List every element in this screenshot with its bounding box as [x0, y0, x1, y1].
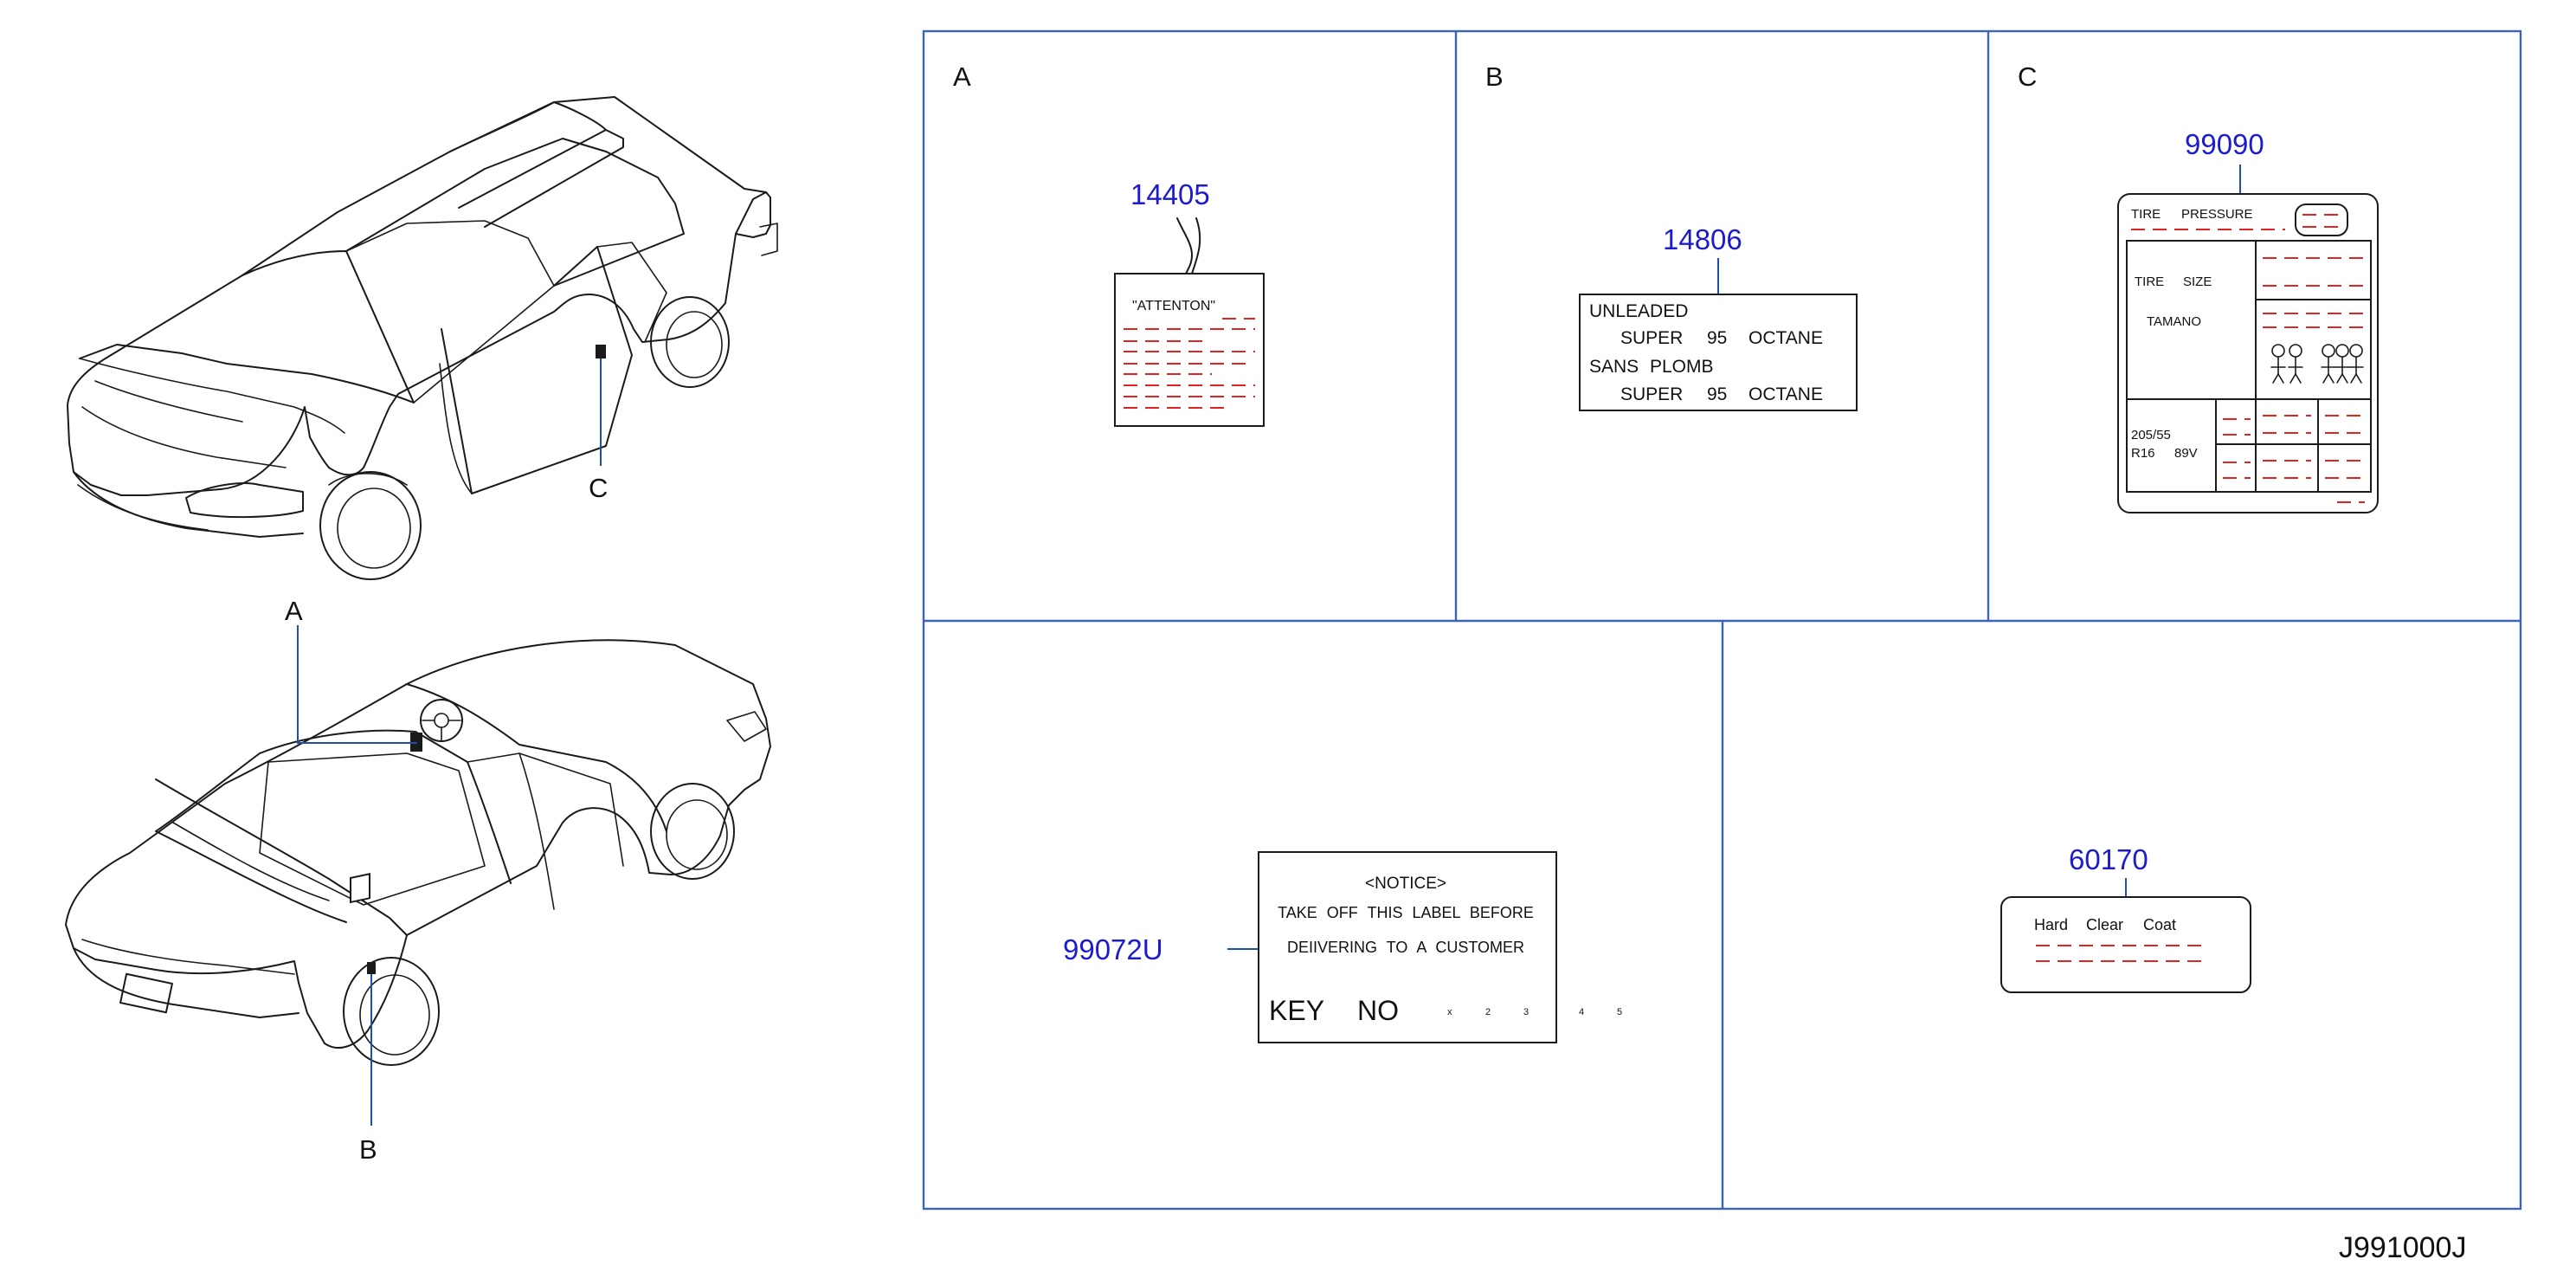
tire-spec-rim: R16: [2131, 446, 2155, 461]
tire-size-label: TIRE: [2135, 274, 2164, 289]
fuel-super-1: SUPER: [1620, 328, 1683, 348]
pointer-label-a: A: [285, 596, 303, 626]
label-c-marker: [596, 345, 606, 358]
panel-e: 60170 Hard Clear Coat: [2000, 843, 2251, 993]
fuel-lid-outline: [350, 873, 370, 904]
tire-pressure-label: [2117, 193, 2379, 513]
tire-heading: TIRE: [2131, 207, 2161, 222]
panel-grid: [922, 29, 2522, 1211]
fuel-label: [1579, 294, 1858, 411]
label-b-marker: [367, 962, 376, 974]
pointer-label-b: B: [359, 1134, 377, 1165]
occupant-icon: [2270, 344, 2364, 384]
panel-c: C 99090 TIRE PRESSURE TIRE SIZE TAMANO 2…: [2018, 61, 2379, 513]
tire-tamano: TAMANO: [2147, 314, 2201, 329]
fuel-octane-1: OCTANE: [1748, 328, 1823, 348]
car-rear-view: A B: [65, 596, 771, 1165]
tag-title: "ATTENTON": [1132, 299, 1215, 313]
notice-label: [1258, 851, 1557, 1043]
tag-text-lines: [1124, 318, 1255, 409]
notice-line-1: TAKE OFF THIS LABEL BEFORE: [1278, 904, 1534, 921]
panel-a: A 14405 "ATTENTON": [953, 61, 1265, 427]
coat-word-hard: Hard: [2034, 916, 2068, 933]
key-digit-3: 3: [1523, 1007, 1529, 1017]
notice-line-2: DEIIVERING TO A CUSTOMER: [1287, 939, 1524, 956]
panel-a-letter: A: [953, 61, 971, 92]
key-digit-2: 2: [1485, 1007, 1491, 1017]
pointer-label-c: C: [589, 473, 608, 503]
fuel-95-1: 95: [1707, 328, 1727, 348]
tire-size-label-2: SIZE: [2183, 274, 2212, 289]
panel-c-letter: C: [2018, 61, 2037, 92]
panel-d: 99072U <NOTICE> TAKE OFF THIS LABEL BEFO…: [1063, 851, 1622, 1043]
fuel-octane-2: OCTANE: [1748, 384, 1823, 404]
car-front-view: C: [67, 96, 778, 580]
part-number-14806: 14806: [1663, 223, 1742, 255]
part-number-99090: 99090: [2185, 128, 2264, 160]
key-digit-5: 5: [1617, 1007, 1622, 1017]
part-number-14405: 14405: [1130, 178, 1210, 210]
notice-title: <NOTICE>: [1365, 875, 1446, 893]
coat-word-coat: Coat: [2143, 916, 2176, 933]
diagram-code: J991000J: [2339, 1231, 2466, 1264]
fuel-95-2: 95: [1707, 384, 1727, 404]
panel-b-letter: B: [1485, 61, 1504, 92]
notice-no-label: NO: [1357, 995, 1399, 1026]
part-number-99072u: 99072U: [1063, 933, 1163, 965]
fuel-sans: SANS: [1589, 357, 1639, 377]
panel-b: B 14806 UNLEADED SUPER 95 OCTANE SANS PL…: [1485, 61, 1858, 411]
attention-tag: [1114, 273, 1265, 427]
fuel-plomb: PLOMB: [1650, 357, 1714, 377]
tire-spec-load: 89V: [2174, 446, 2198, 461]
key-digit-1: x: [1447, 1007, 1452, 1017]
coat-word-clear: Clear: [2086, 916, 2123, 933]
notice-key-label: KEY: [1269, 995, 1324, 1026]
fuel-unleaded: UNLEADED: [1589, 301, 1688, 321]
fuel-super-2: SUPER: [1620, 384, 1683, 404]
tire-heading-2: PRESSURE: [2181, 207, 2253, 222]
tire-spec-size: 205/55: [2131, 428, 2171, 442]
part-number-60170: 60170: [2069, 843, 2148, 875]
steering-wheel-icon: [420, 699, 463, 742]
key-digit-4: 4: [1579, 1007, 1584, 1017]
